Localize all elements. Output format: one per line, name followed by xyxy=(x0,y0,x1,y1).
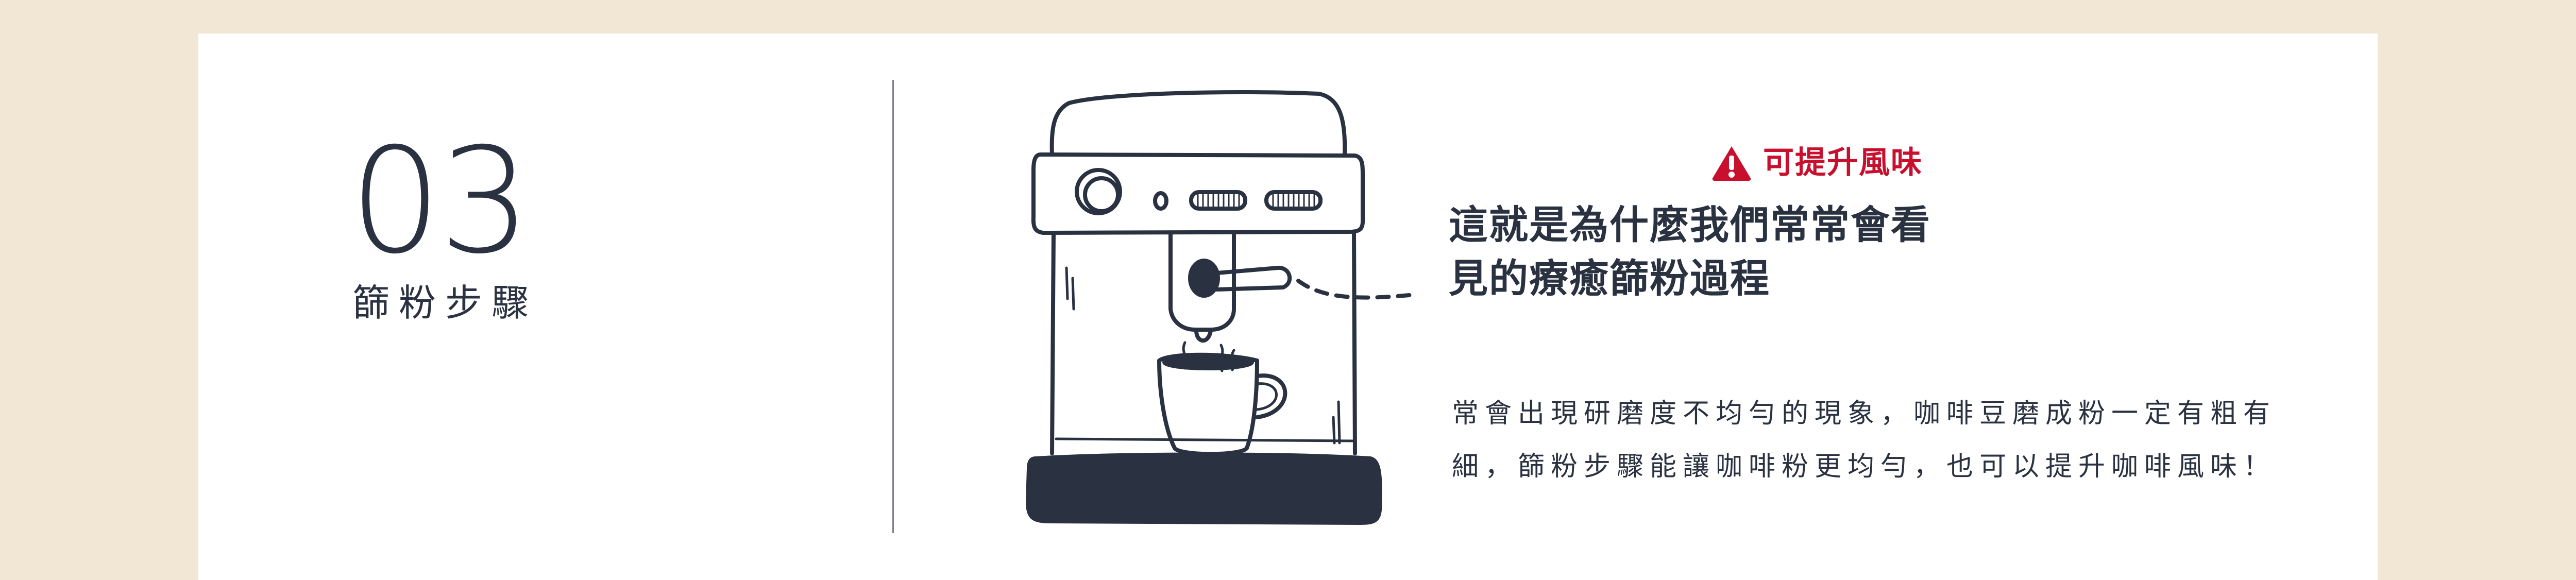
badge-text: 可提升風味 xyxy=(1763,145,1923,181)
callout-dashed-line xyxy=(1296,279,1416,300)
vent-grill-icon xyxy=(1189,190,1247,211)
machine-body xyxy=(1050,231,1357,455)
callout-body: 常會出現研磨度不均勻的現象，咖啡豆磨成粉一定有粗有 細，篩粉步驟能讓咖啡粉更均勻… xyxy=(1452,387,2286,493)
headline-line: 這就是為什麼我們常常會看 xyxy=(1449,202,1931,248)
machine-top xyxy=(1049,90,1347,157)
indicator-light-icon xyxy=(1153,191,1168,211)
body-line: 細，篩粉步驟能讓咖啡粉更均勻，也可以提升咖啡風味！ xyxy=(1452,451,2277,482)
headline-line: 見的療癒篩粉過程 xyxy=(1449,255,1770,301)
callout-badge: 可提升風味 xyxy=(1710,142,1923,183)
vent-grill-icon xyxy=(1264,190,1323,211)
espresso-machine-illustration xyxy=(1026,90,1416,525)
machine-base xyxy=(1026,452,1382,525)
body-line: 常會出現研磨度不均勻的現象，咖啡豆磨成粉一定有粗有 xyxy=(1452,398,2277,429)
machine-control-panel xyxy=(1031,152,1365,235)
vertical-divider xyxy=(892,80,894,533)
knob-icon xyxy=(1188,259,1220,298)
power-dial-icon xyxy=(1075,168,1122,215)
group-head xyxy=(1168,231,1236,332)
callout-headline: 這就是為什麼我們常常會看 見的療癒篩粉過程 xyxy=(1449,198,1964,305)
portafilter-handle xyxy=(1215,265,1292,292)
warning-triangle-icon xyxy=(1712,146,1751,181)
step-title: 篩粉步驟 xyxy=(352,281,538,325)
step-number: 03 xyxy=(349,116,531,286)
